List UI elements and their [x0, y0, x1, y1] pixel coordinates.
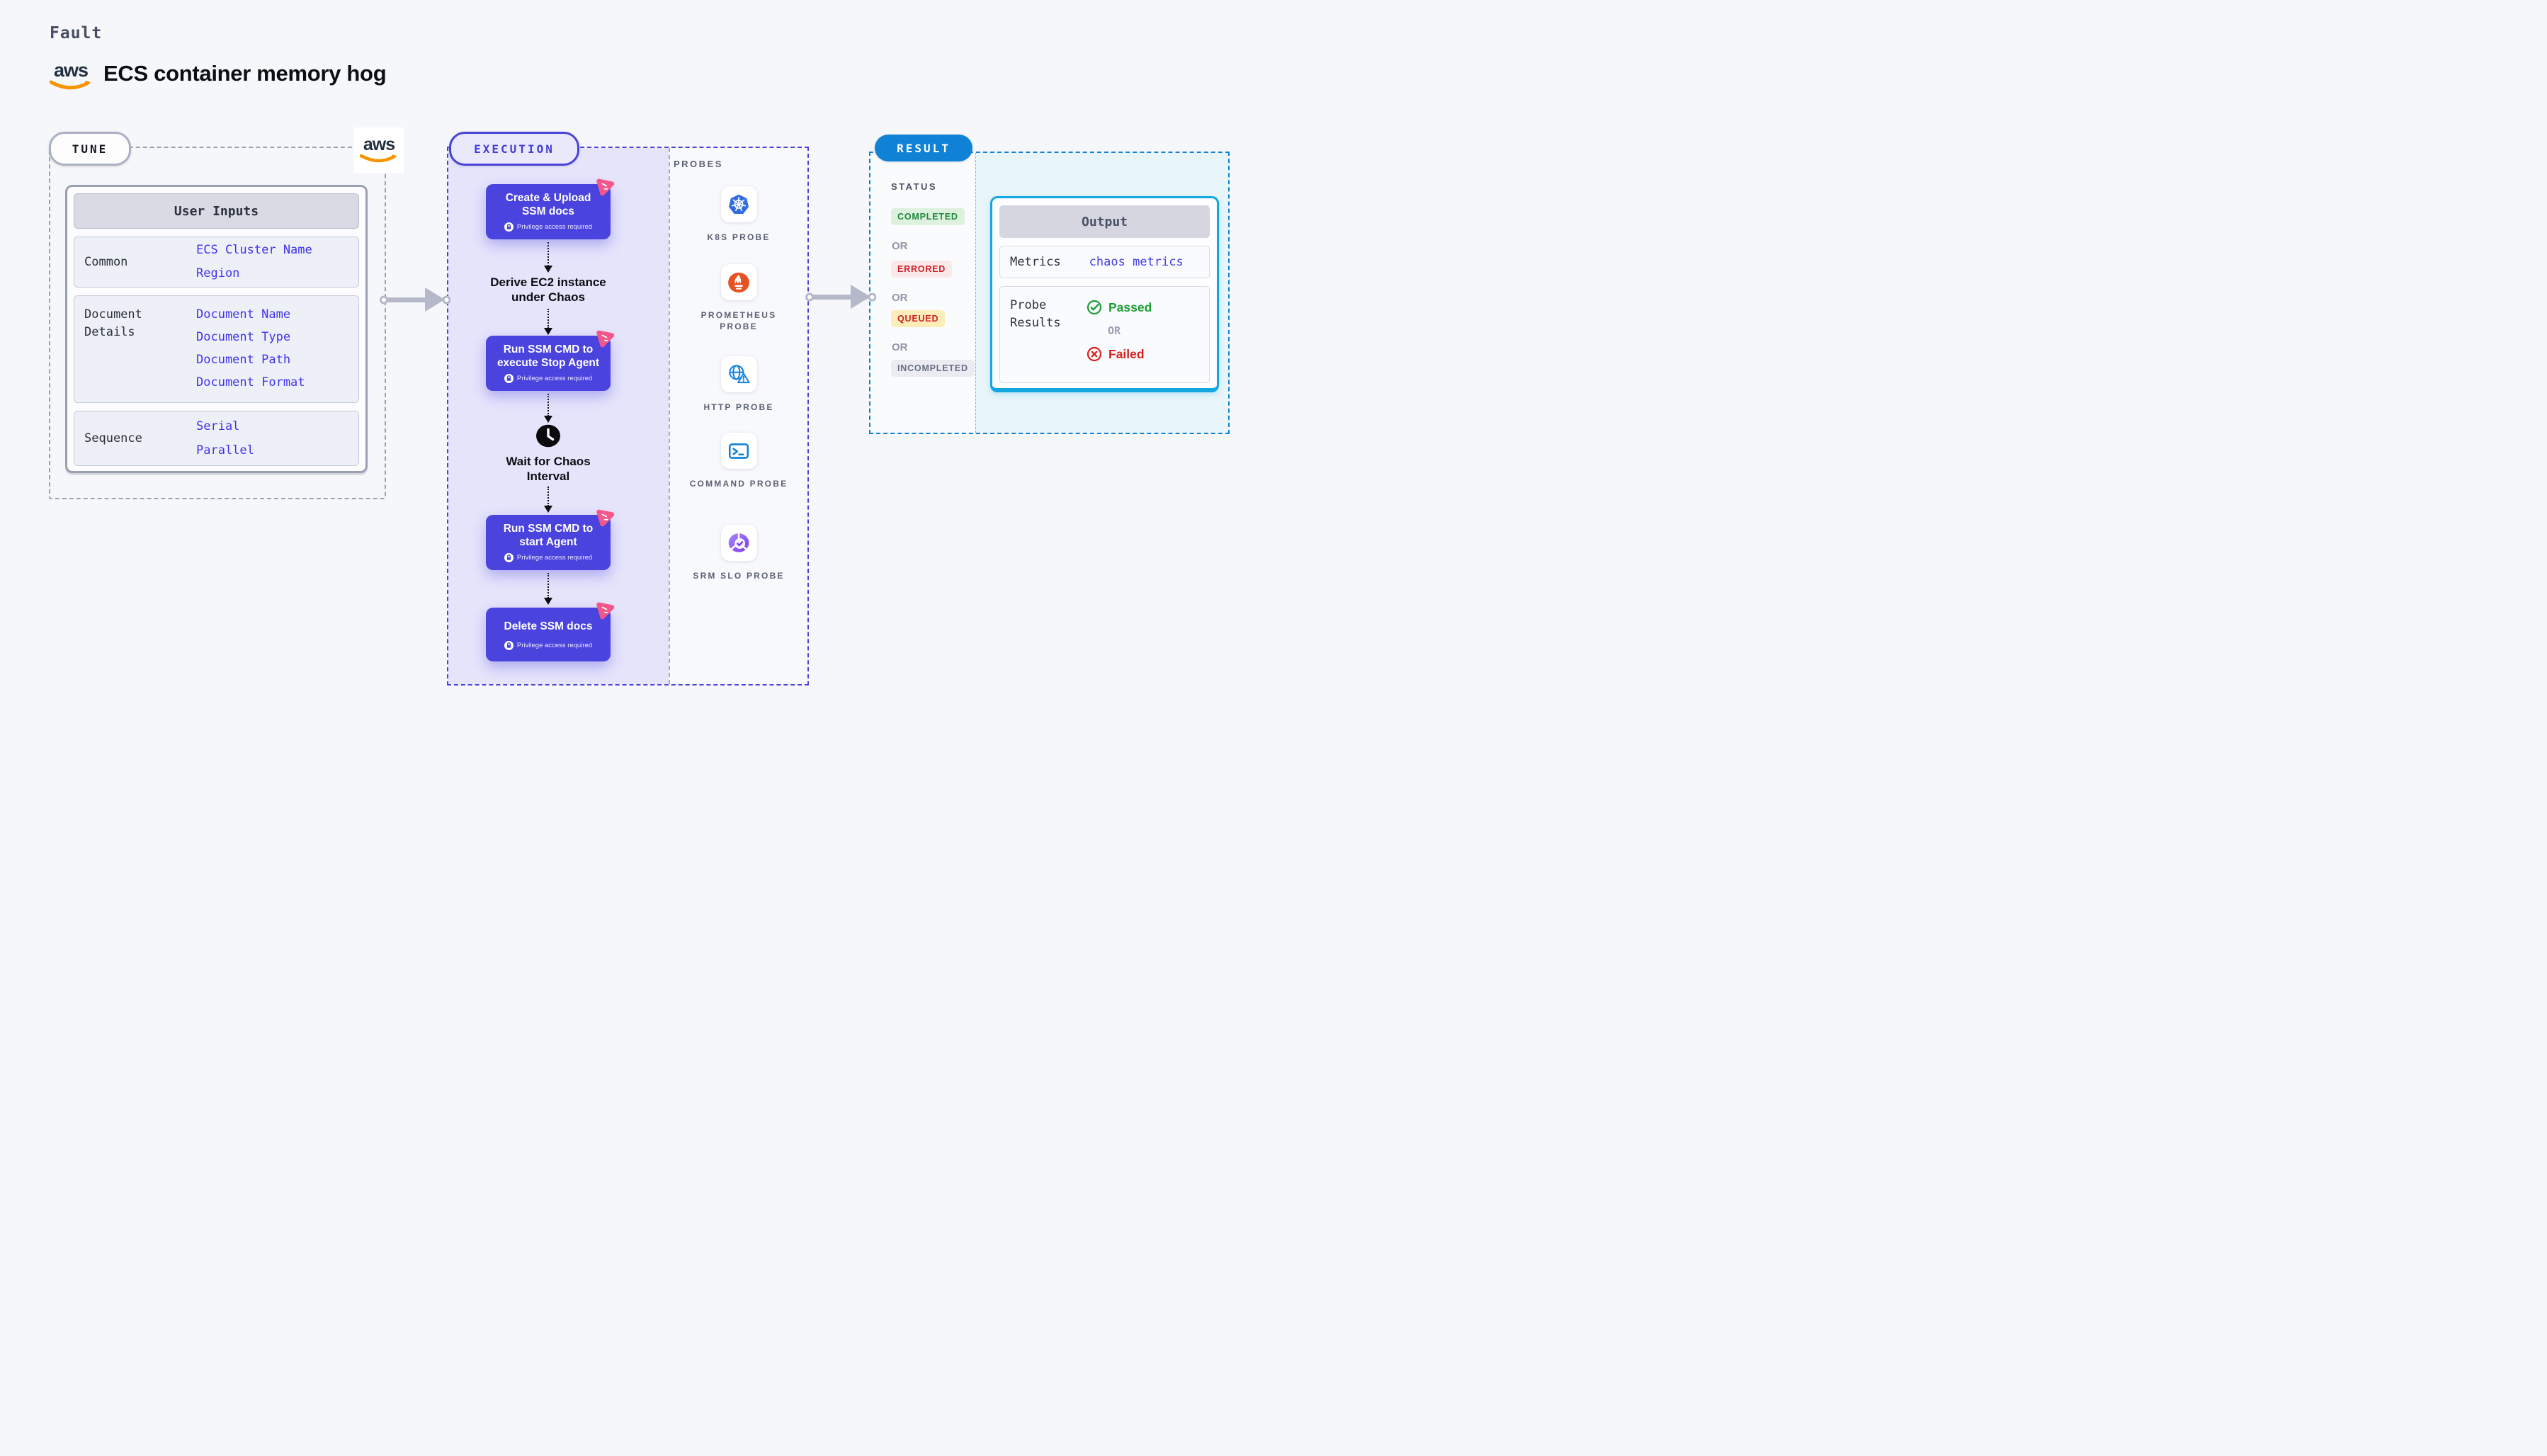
aws-wordmark: aws	[53, 59, 89, 81]
status-label: STATUS	[891, 181, 938, 192]
privilege-note: Privilege access required	[516, 642, 593, 649]
input-value: ECS Cluster Name	[196, 243, 312, 257]
flow-arrow-down	[544, 242, 552, 273]
srm-slo-icon	[728, 532, 749, 552]
input-value: Region	[196, 266, 240, 280]
status-badge-incompleted: INCOMPLETED	[891, 360, 975, 377]
prometheus-icon	[728, 272, 749, 292]
user-inputs-row-sequence: Sequence Serial Parallel	[74, 411, 359, 466]
probe-label: HTTP PROBE	[703, 402, 774, 412]
step-run-ssm-cmd-stop-agent: Run SSM CMD to execute Stop Agent Privil…	[486, 330, 615, 391]
http-globe-icon	[729, 364, 750, 383]
step-label: Run SSM CMD to execute Stop Agent	[497, 343, 600, 369]
user-inputs-card: User Inputs Common ECS Cluster Name Regi…	[65, 185, 368, 473]
result-badge: RESULT	[875, 135, 972, 161]
probe-srm-slo: SRM SLO PROBE	[682, 525, 795, 581]
user-inputs-header: User Inputs	[74, 193, 359, 229]
chaos-experiment-icon	[594, 327, 618, 353]
tune-badge: TUNE	[49, 132, 131, 166]
aws-wordmark: aws	[363, 135, 395, 154]
chaos-experiment-icon	[594, 176, 618, 201]
fault-diagram: Fault aws ECS container memory hog TUNE …	[0, 0, 1274, 728]
execution-to-result-arrow	[805, 283, 877, 314]
fault-eyebrow: Fault	[50, 24, 103, 42]
kubernetes-icon	[728, 194, 749, 214]
chaos-experiment-icon	[594, 506, 618, 532]
probe-results-label: Probe Results	[1010, 298, 1061, 330]
output-header: Output	[999, 205, 1210, 238]
input-value: Document Name	[196, 307, 291, 322]
tune-to-execution-arrow	[380, 285, 451, 317]
privilege-note: Privilege access required	[516, 223, 593, 231]
lock-icon	[504, 553, 514, 562]
status-area	[870, 153, 975, 433]
aws-smile-icon	[360, 154, 397, 163]
status-or: OR	[892, 341, 908, 353]
probe-results-row: Probe Results Passed OR Failed	[999, 286, 1210, 383]
input-value: Serial	[196, 419, 240, 433]
x-circle-icon	[1087, 346, 1102, 362]
row-label: Common	[84, 255, 128, 269]
execution-badge: EXECUTION	[449, 132, 579, 166]
lock-icon	[504, 374, 514, 383]
page-title: ECS container memory hog	[103, 61, 387, 86]
row-label: Sequence	[84, 431, 142, 445]
flow-arrow-down	[544, 573, 552, 605]
flow-arrow-down	[544, 394, 552, 423]
status-or: OR	[892, 292, 908, 304]
input-value: Parallel	[196, 443, 254, 457]
status-badge-errored: ERRORED	[891, 261, 953, 278]
step-delete-ssm-docs: Delete SSM docs Privilege access require…	[486, 602, 615, 661]
user-inputs-row-common: Common ECS Cluster Name Region	[74, 237, 359, 288]
probe-label: PROMETHEUS PROBE	[700, 310, 777, 331]
terminal-icon	[728, 443, 749, 459]
clock-icon	[535, 423, 562, 452]
probe-command: COMMAND PROBE	[682, 433, 795, 489]
lock-icon	[504, 641, 514, 650]
status-badge-completed: COMPLETED	[891, 208, 965, 225]
step-wait-for-chaos-interval: Wait for Chaos Interval	[506, 455, 591, 483]
check-circle-icon	[1087, 300, 1102, 315]
probe-result-passed: Passed	[1108, 300, 1152, 314]
user-inputs-row-document-details: Document Details Document Name Document …	[74, 295, 359, 403]
probe-results-or: OR	[1108, 324, 1121, 337]
probe-label: COMMAND PROBE	[689, 479, 788, 489]
aws-smile-icon	[50, 80, 91, 90]
probe-result-failed: Failed	[1108, 346, 1145, 361]
tune-aws-logo: aws	[354, 127, 404, 173]
row-label: Document Details	[84, 307, 142, 339]
chaos-experiment-icon	[594, 599, 618, 625]
metrics-label: Metrics	[1010, 255, 1061, 269]
probe-prometheus: PROMETHEUS PROBE	[682, 264, 795, 332]
lock-icon	[504, 222, 514, 232]
metrics-value: chaos metrics	[1089, 255, 1184, 269]
probes-label: PROBES	[674, 159, 723, 169]
step-derive-ec2-instance: Derive EC2 instance under Chaos	[490, 275, 606, 304]
probe-k8s: K8S PROBE	[682, 186, 795, 243]
privilege-note: Privilege access required	[516, 375, 593, 382]
input-value: Document Path	[196, 353, 291, 367]
aws-logo: aws	[50, 61, 92, 91]
step-label: Run SSM CMD to start Agent	[503, 523, 594, 548]
status-or: OR	[892, 240, 908, 252]
step-create-upload-ssm-docs: Create & Upload SSM docs Privilege acces…	[486, 178, 615, 239]
input-value: Document Type	[196, 330, 291, 344]
probe-label: K8S PROBE	[707, 232, 771, 242]
flow-arrow-down	[544, 487, 552, 513]
flow-arrow-down	[544, 309, 552, 335]
probes-area	[669, 148, 807, 684]
privilege-note: Privilege access required	[516, 554, 593, 562]
output-card: Output Metrics chaos metrics Probe Resul…	[990, 196, 1219, 392]
input-value: Document Format	[196, 375, 305, 389]
tune-section	[49, 147, 386, 499]
step-label: Delete SSM docs	[504, 620, 593, 632]
step-label: Create & Upload SSM docs	[505, 192, 591, 217]
step-run-ssm-cmd-start-agent: Run SSM CMD to start Agent Privilege acc…	[486, 509, 615, 570]
probe-http: HTTP PROBE	[682, 356, 795, 413]
status-badge-queued: QUEUED	[891, 310, 946, 327]
metrics-row: Metrics chaos metrics	[999, 246, 1210, 278]
status-divider	[975, 153, 976, 433]
probes-divider	[669, 148, 670, 684]
probe-label: SRM SLO PROBE	[693, 571, 785, 581]
